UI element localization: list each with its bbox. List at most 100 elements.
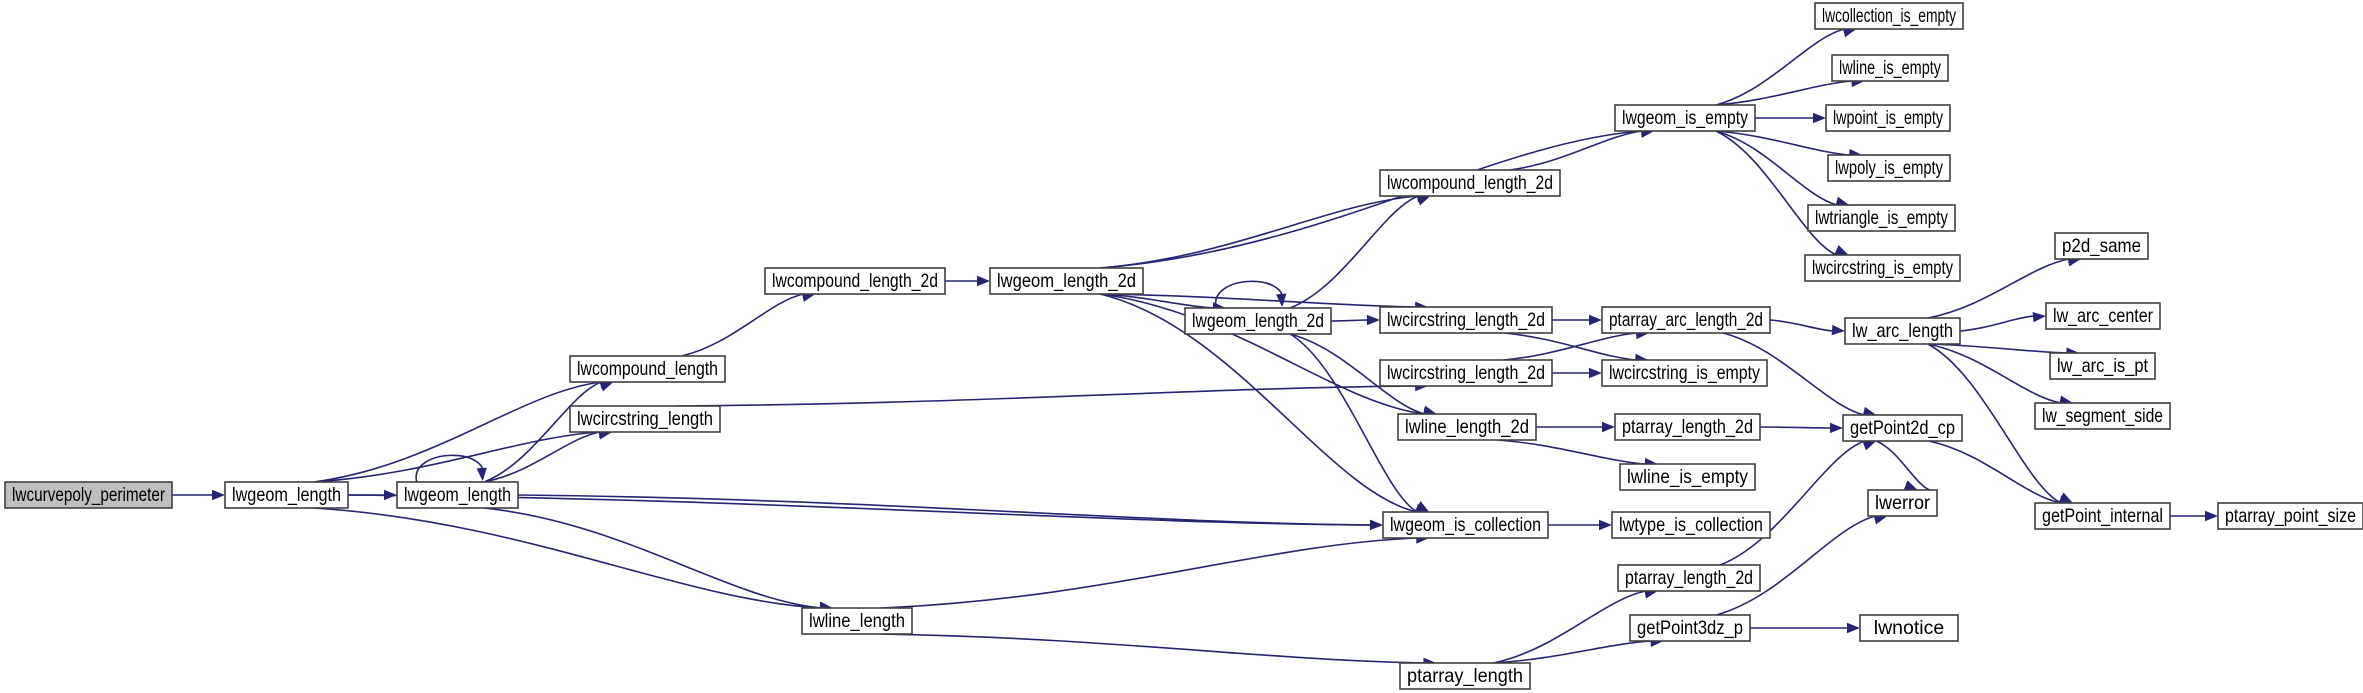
node-lwpoint_is_empty[interactable]: lwpoint_is_empty	[1825, 104, 1951, 132]
node-box[interactable]	[1859, 614, 1959, 642]
node-box[interactable]	[1379, 169, 1561, 197]
edge-ptarray_arc_length_2d-to-lw_arc_length	[1769, 319, 1845, 336]
edge-arrowhead	[2205, 510, 2218, 522]
node-lw_segment_side[interactable]: lw_segment_side	[2034, 402, 2171, 430]
node-lwline_is_empty_b[interactable]: lwline_is_empty	[1619, 463, 1756, 491]
node-box[interactable]	[1617, 564, 1761, 592]
node-box[interactable]	[1831, 54, 1949, 82]
node-box[interactable]	[764, 267, 946, 295]
node-lwcircstring_is_empty_a[interactable]: lwcircstring_is_empty	[1804, 254, 1961, 282]
node-box[interactable]	[1601, 359, 1768, 387]
node-box[interactable]	[1814, 2, 1964, 30]
node-box[interactable]	[1807, 204, 1956, 232]
node-lwgeom_length_a[interactable]: lwgeom_length	[224, 481, 349, 509]
node-ptarray_length[interactable]: ptarray_length	[1399, 662, 1531, 690]
edge-getPoint2d_cp-to-lwerror	[1876, 440, 1931, 491]
node-box[interactable]	[1379, 359, 1553, 387]
node-box[interactable]	[396, 481, 519, 509]
node-ptarray_point_size[interactable]: ptarray_point_size	[2217, 502, 2363, 530]
edge-lwgeom_length_b-to-lwgeom_length_b	[415, 454, 487, 483]
node-lwline_length_2d[interactable]: lwline_length_2d	[1397, 413, 1537, 441]
node-lwcircstring_length[interactable]: lwcircstring_length	[569, 405, 721, 433]
node-box[interactable]	[989, 267, 1144, 295]
node-box[interactable]	[1397, 413, 1537, 441]
node-box[interactable]	[1614, 413, 1761, 441]
node-lwgeom_length_b[interactable]: lwgeom_length	[396, 481, 519, 509]
node-lwcurvepoly_perimeter[interactable]: lwcurvepoly_perimeter	[4, 481, 173, 509]
edge-lwgeom_length_a-to-lwcompound_length	[313, 378, 614, 483]
edge-getPoint3dz_p-to-lwerror	[1716, 514, 1888, 616]
edge-arrowhead	[1369, 519, 1383, 531]
node-box[interactable]	[224, 481, 349, 509]
edge-arrowhead	[212, 489, 225, 501]
node-getPoint2d_cp[interactable]: getPoint2d_cp	[1842, 414, 1963, 442]
edge-lwline_length-to-ptarray_length	[881, 633, 1437, 668]
edge-arrowhead	[1813, 112, 1826, 124]
edge-getPoint_internal-to-ptarray_point_size	[2169, 510, 2218, 522]
node-lwtriangle_is_empty[interactable]: lwtriangle_is_empty	[1807, 204, 1956, 232]
node-box[interactable]	[1629, 614, 1751, 642]
edge-arrowhead	[1415, 501, 1430, 512]
node-box[interactable]	[2054, 232, 2149, 260]
node-p2d_same[interactable]: p2d_same	[2054, 232, 2149, 260]
node-box[interactable]	[801, 607, 913, 635]
node-lwgeom_length_2d_b[interactable]: lwgeom_length_2d	[1184, 307, 1332, 335]
edge-lwline_length_2d-to-ptarray_length_2d_a	[1536, 421, 1615, 433]
node-box[interactable]	[1601, 306, 1771, 334]
node-lwerror[interactable]: lwerror	[1867, 489, 1938, 517]
node-box[interactable]	[2034, 502, 2171, 530]
edge-lwcircstring_length_2d_b-to-lwcircstring_is_empty_b	[1552, 367, 1602, 379]
node-lwgeom_is_empty[interactable]: lwgeom_is_empty	[1614, 104, 1756, 132]
node-lwpoly_is_empty[interactable]: lwpoly_is_empty	[1827, 154, 1951, 182]
node-lwnotice[interactable]: lwnotice	[1859, 614, 1959, 642]
node-ptarray_length_2d_b[interactable]: ptarray_length_2d	[1617, 564, 1761, 592]
node-box[interactable]	[569, 355, 726, 383]
edge-lwgeom_is_empty-to-lwpoint_is_empty	[1755, 112, 1826, 124]
node-box[interactable]	[1827, 154, 1951, 182]
node-lwline_length[interactable]: lwline_length	[801, 607, 913, 635]
node-lwcollection_is_empty[interactable]: lwcollection_is_empty	[1814, 2, 1964, 30]
node-box[interactable]	[1382, 511, 1549, 539]
node-box[interactable]	[4, 481, 173, 509]
node-getPoint_internal[interactable]: getPoint_internal	[2034, 502, 2171, 530]
edge-lwgeom_is_collection-to-lwtype_is_collection	[1548, 519, 1612, 531]
node-lwcompound_length[interactable]: lwcompound_length	[569, 355, 726, 383]
node-getPoint3dz_p[interactable]: getPoint3dz_p	[1629, 614, 1751, 642]
node-lw_arc_is_pt[interactable]: lw_arc_is_pt	[2049, 352, 2156, 380]
node-lwgeom_is_collection[interactable]: lwgeom_is_collection	[1382, 511, 1549, 539]
node-ptarray_length_2d_a[interactable]: ptarray_length_2d	[1614, 413, 1761, 441]
node-box[interactable]	[1611, 511, 1771, 539]
node-lwcircstring_length_2d_b[interactable]: lwcircstring_length_2d	[1379, 359, 1553, 387]
node-box[interactable]	[1825, 104, 1951, 132]
node-lwcompound_length_2d_a[interactable]: lwcompound_length_2d	[764, 267, 946, 295]
node-lwcircstring_length_2d_a[interactable]: lwcircstring_length_2d	[1379, 306, 1553, 334]
node-box[interactable]	[1619, 463, 1756, 491]
edge-arrowhead	[1834, 244, 1849, 255]
edge-lwcurvepoly_perimeter-to-lwgeom_length_a	[172, 489, 225, 501]
node-box[interactable]	[569, 405, 721, 433]
node-box[interactable]	[1842, 414, 1963, 442]
node-ptarray_arc_length_2d[interactable]: ptarray_arc_length_2d	[1601, 306, 1771, 334]
node-lw_arc_center[interactable]: lw_arc_center	[2045, 302, 2161, 330]
node-box[interactable]	[2217, 502, 2363, 530]
node-box[interactable]	[1614, 104, 1756, 132]
node-box[interactable]	[1399, 662, 1531, 690]
node-box[interactable]	[1184, 307, 1332, 335]
node-lwgeom_length_2d_a[interactable]: lwgeom_length_2d	[989, 267, 1144, 295]
node-box[interactable]	[1867, 489, 1938, 517]
node-box[interactable]	[1844, 317, 1961, 345]
node-lw_arc_length[interactable]: lw_arc_length	[1844, 317, 1961, 345]
node-lwtype_is_collection[interactable]: lwtype_is_collection	[1611, 511, 1771, 539]
node-lwcircstring_is_empty_b[interactable]: lwcircstring_is_empty	[1601, 359, 1768, 387]
node-lwcompound_length_2d_b[interactable]: lwcompound_length_2d	[1379, 169, 1561, 197]
node-box[interactable]	[2045, 302, 2161, 330]
edge-arrowhead	[1602, 421, 1615, 433]
edge-lwgeom_length_a-to-lwline_length	[313, 507, 833, 613]
node-lwline_is_empty_a[interactable]: lwline_is_empty	[1831, 54, 1949, 82]
node-box[interactable]	[1804, 254, 1961, 282]
node-box[interactable]	[2049, 352, 2156, 380]
node-box[interactable]	[1379, 306, 1553, 334]
edge-arrowhead	[1276, 293, 1287, 307]
node-box[interactable]	[2034, 402, 2171, 430]
